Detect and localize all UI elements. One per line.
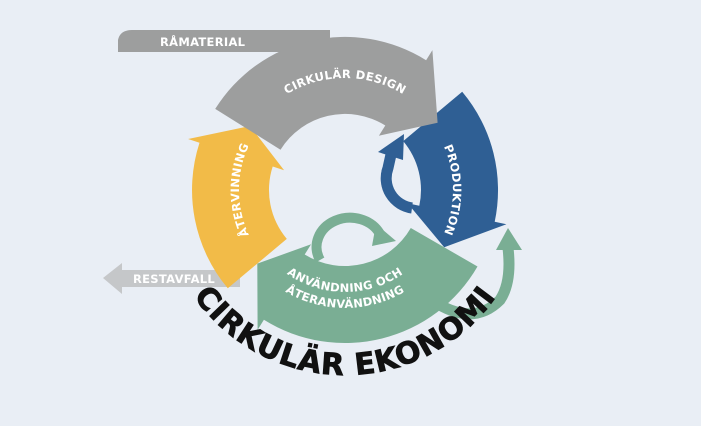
production-arrow xyxy=(403,91,507,248)
recycling-arrow xyxy=(188,126,287,289)
residual-waste-arrow xyxy=(103,263,240,294)
design-arrow xyxy=(215,36,438,150)
reuse-loop-arrow xyxy=(421,247,515,320)
use-arrow xyxy=(257,228,478,344)
raw-material-label: RÅMATERIAL xyxy=(160,34,246,49)
residual-waste-label: RESTAVFALL xyxy=(133,272,215,286)
use-loop-arrow xyxy=(311,212,385,263)
reuse-loop-arrowhead xyxy=(496,228,522,250)
cycle-ring xyxy=(188,36,507,344)
raw-material-arrow xyxy=(118,30,330,52)
use-loop-arrowhead xyxy=(372,224,396,246)
production-loop-arrow xyxy=(380,148,414,214)
production-loop-arrowhead xyxy=(378,134,404,160)
